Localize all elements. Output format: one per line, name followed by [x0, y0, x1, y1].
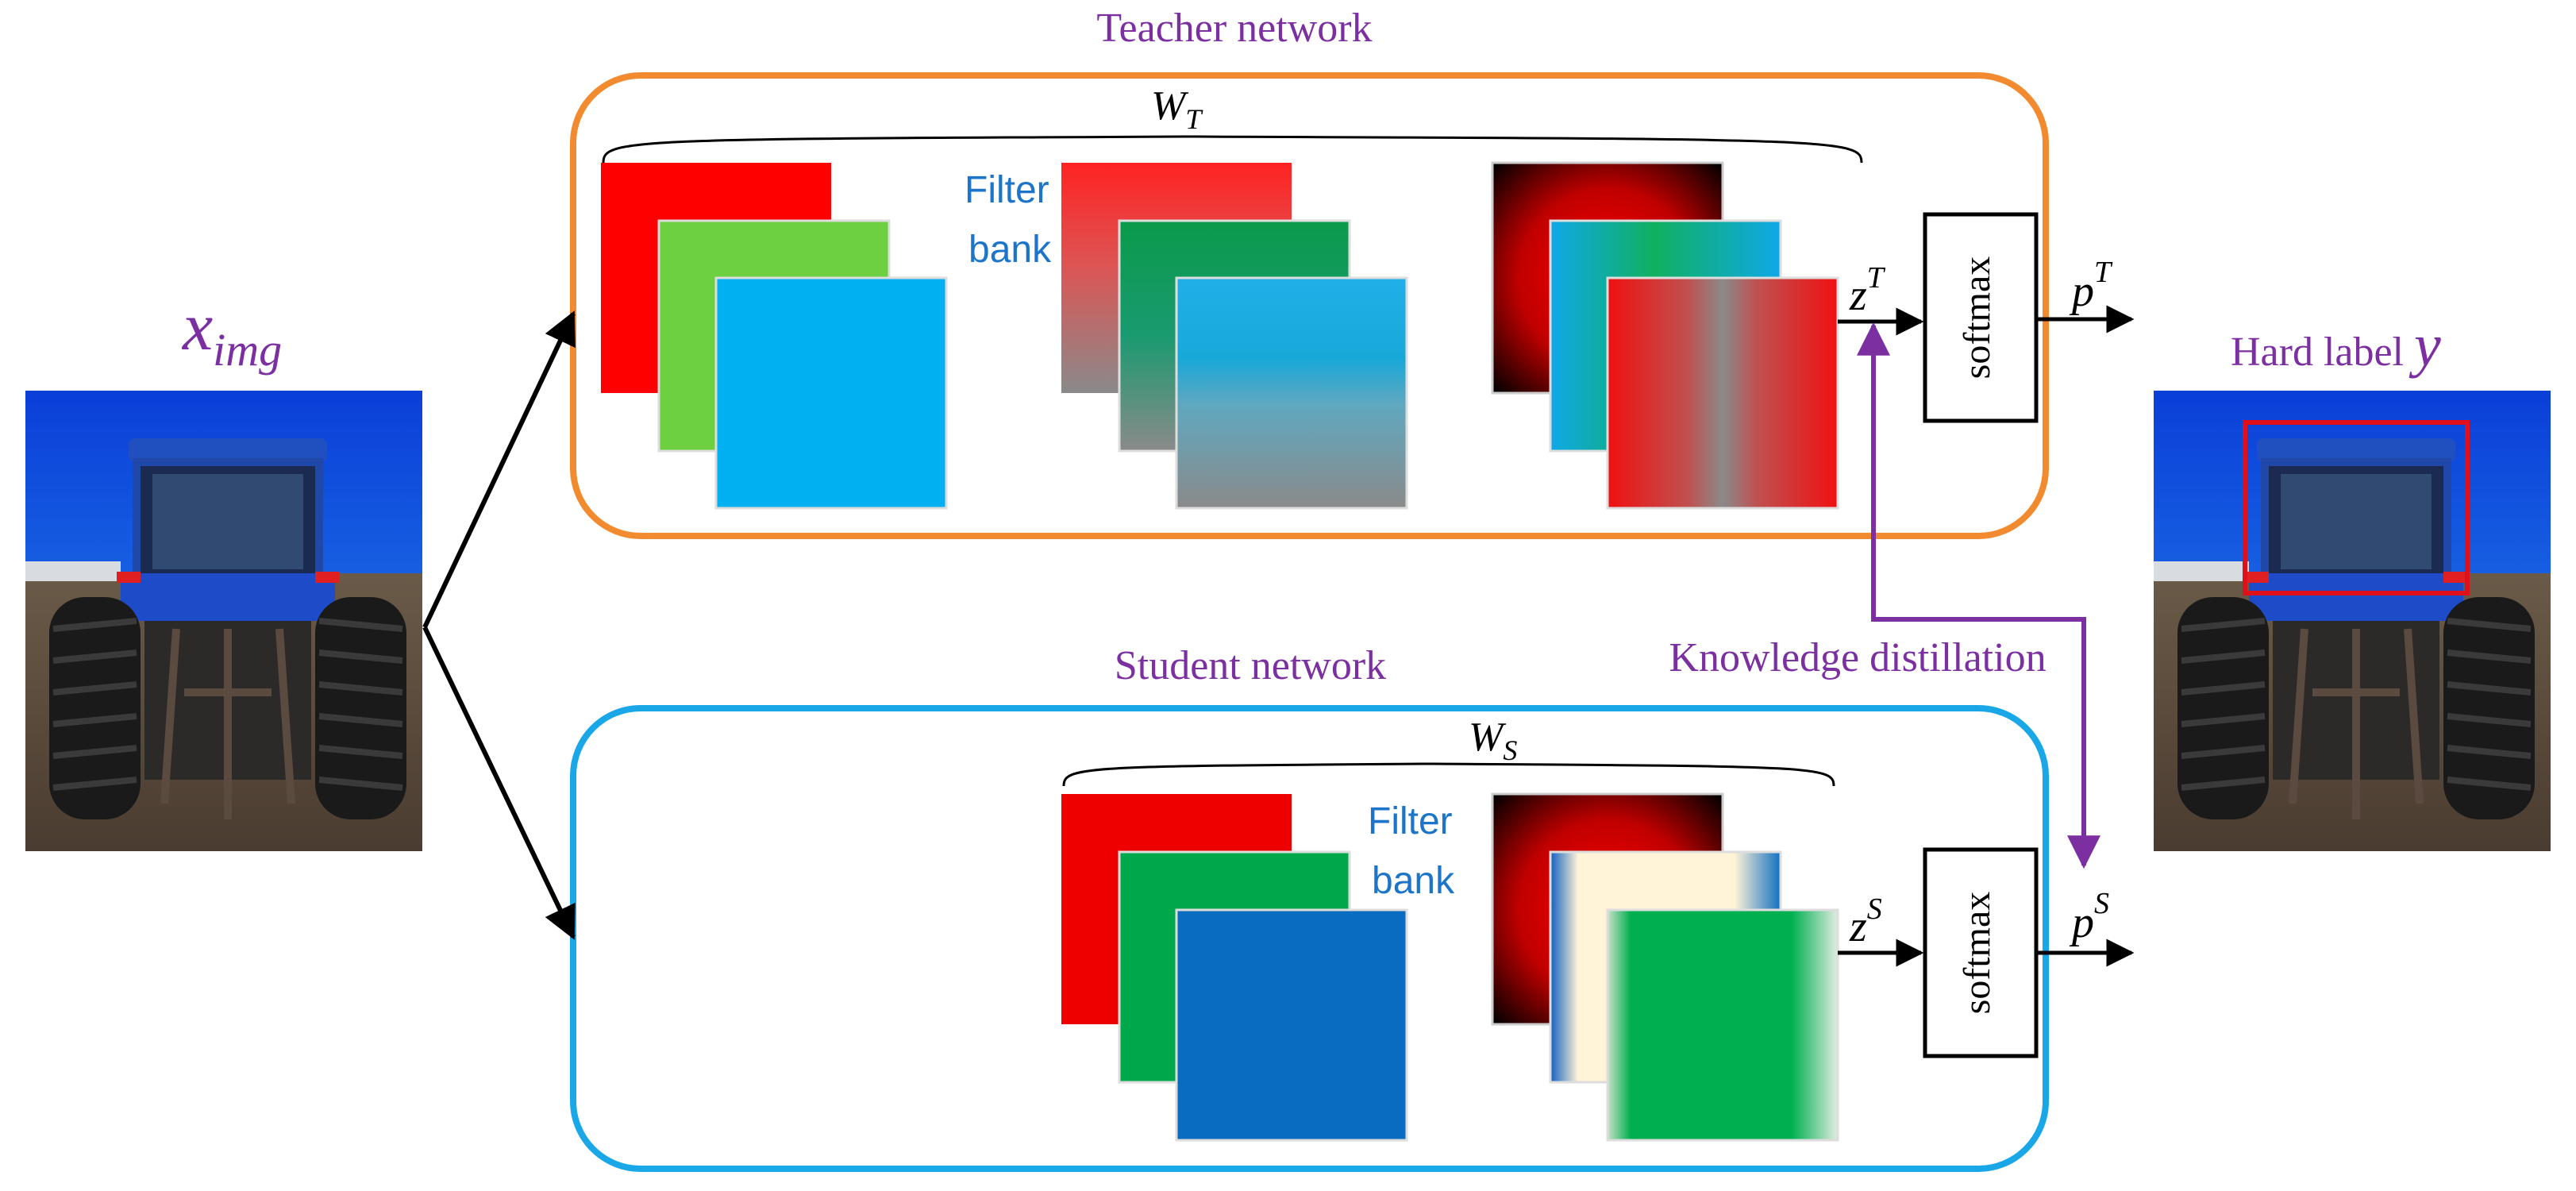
student-filter-bank: Filter bank	[1061, 794, 1463, 1142]
bounding-box	[2243, 420, 2470, 596]
student-network: Student network WS Filter bank zS softma…	[570, 643, 2135, 1172]
input-tractor-image	[25, 391, 422, 851]
teacher-filter-bank: Filter bank	[601, 163, 1060, 510]
teacher-network-box	[570, 72, 2049, 539]
distillation-label: Knowledge distillation	[1669, 635, 2046, 680]
teacher-feature-maps-2	[1491, 161, 1839, 510]
teacher-softmax-box	[1923, 212, 2039, 423]
teacher-weights-label: WT	[1151, 83, 1203, 135]
student-logits-label: zS	[1849, 892, 1882, 951]
student-weights-label: WS	[1469, 715, 1517, 766]
teacher-filter-bank-label: Filter bank	[965, 169, 1060, 271]
student-softmax-box	[1923, 847, 2039, 1058]
student-softmax-label: softmax	[1956, 892, 1998, 1015]
distillation-arrow	[1871, 437, 2100, 869]
student-prob-label: pS	[2069, 887, 2109, 947]
input-to-teacher-arrow	[422, 310, 576, 629]
teacher-feature-maps-1	[1061, 163, 1408, 510]
teacher-network-title: Teacher network	[1096, 6, 1372, 51]
teacher-filter-blue	[714, 276, 948, 510]
student-network-title: Student network	[1115, 643, 1386, 688]
input-label: ximg	[181, 288, 282, 376]
input-to-student-arrow	[422, 626, 576, 940]
output-tractor-image	[2154, 391, 2551, 851]
output-label: Hard label y	[2231, 312, 2441, 379]
input: ximg	[25, 288, 576, 940]
student-feature-maps	[1491, 792, 1839, 1142]
teacher-logits-label: zT	[1849, 261, 1886, 320]
teacher-softmax-label: softmax	[1956, 256, 1998, 380]
teacher-network: Teacher network WT Filter bank	[570, 6, 2135, 539]
output: Hard label y	[2154, 312, 2551, 851]
student-weights-brace	[1062, 762, 1835, 787]
teacher-prob-label: pT	[2069, 256, 2113, 316]
student-filter-bank-label: Filter bank	[1368, 800, 1463, 902]
knowledge-distillation: Knowledge distillation	[1669, 322, 2100, 869]
teacher-weights-brace	[602, 135, 1863, 164]
